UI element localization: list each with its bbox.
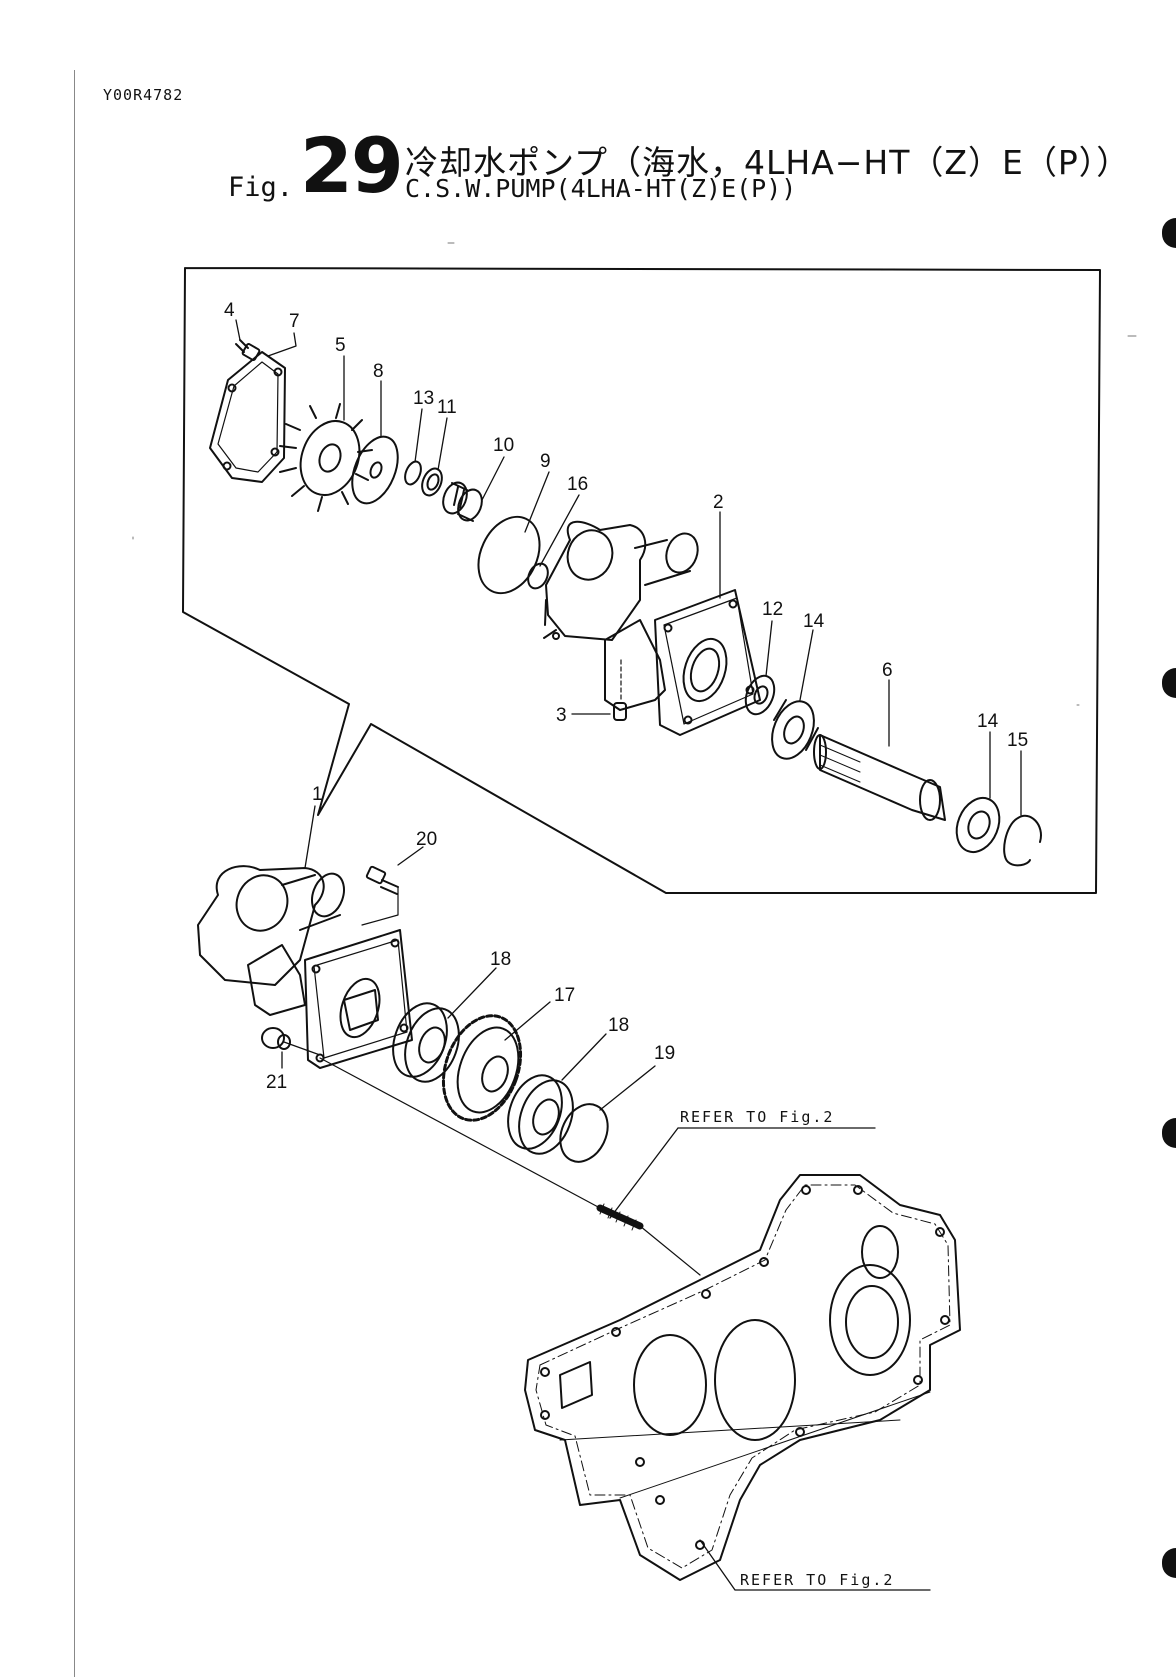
callout-15: 15	[1007, 730, 1028, 751]
stud-bolt	[600, 1204, 640, 1230]
callout-19: 19	[654, 1043, 675, 1064]
part-11-seal-ring	[418, 466, 445, 499]
callout-1: 1	[312, 784, 323, 805]
part-3-dowel-pin	[614, 660, 626, 720]
callout-17: 17	[554, 985, 575, 1006]
part-6-shaft	[814, 735, 945, 820]
part-7-cover-plate	[210, 352, 285, 482]
part-13-circlip	[402, 459, 424, 486]
scan-specks	[133, 243, 1136, 705]
part-1-pump-assembly	[198, 866, 412, 1068]
part-14-bearing-lower	[949, 792, 1007, 859]
callout-11: 11	[437, 397, 457, 418]
reference-leaders	[610, 1128, 930, 1590]
callout-21: 21	[266, 1072, 287, 1093]
callout-13: 13	[413, 388, 434, 409]
callout-16: 16	[567, 474, 588, 495]
part-15-snap-ring	[1004, 816, 1041, 866]
callout-2: 2	[713, 492, 724, 513]
callout-9: 9	[540, 451, 551, 472]
part-21-nut	[262, 1028, 320, 1055]
callout-18b: 18	[608, 1015, 629, 1036]
callout-20: 20	[416, 829, 437, 850]
part-16-small-o-ring	[524, 560, 551, 591]
callout-10: 10	[493, 435, 514, 456]
gear-case-housing	[525, 1175, 960, 1580]
part-17-gear	[430, 1005, 535, 1131]
reference-notes: REFER TO Fig.2 REFER TO Fig.2	[680, 1108, 894, 1589]
callout-14: 14	[803, 611, 825, 632]
leader-lines	[236, 320, 1021, 1110]
callout-14b: 14	[977, 711, 999, 732]
callout-12: 12	[762, 599, 783, 620]
callout-5: 5	[335, 335, 346, 356]
part-8-wear-plate	[343, 430, 406, 510]
part-20-bolt	[362, 866, 398, 925]
callout-3: 3	[556, 705, 567, 726]
callout-6: 6	[882, 660, 893, 681]
callout-4: 4	[224, 300, 235, 321]
part-12-bearing	[740, 672, 779, 719]
part-10-mechanical-seal	[439, 479, 486, 524]
part-2-pump-housing	[544, 522, 760, 735]
callout-8: 8	[373, 361, 384, 382]
reference-note-lower: REFER TO Fig.2	[740, 1571, 894, 1589]
callout-18: 18	[490, 949, 511, 970]
callout-7: 7	[289, 311, 300, 332]
reference-note-upper: REFER TO Fig.2	[680, 1108, 834, 1126]
